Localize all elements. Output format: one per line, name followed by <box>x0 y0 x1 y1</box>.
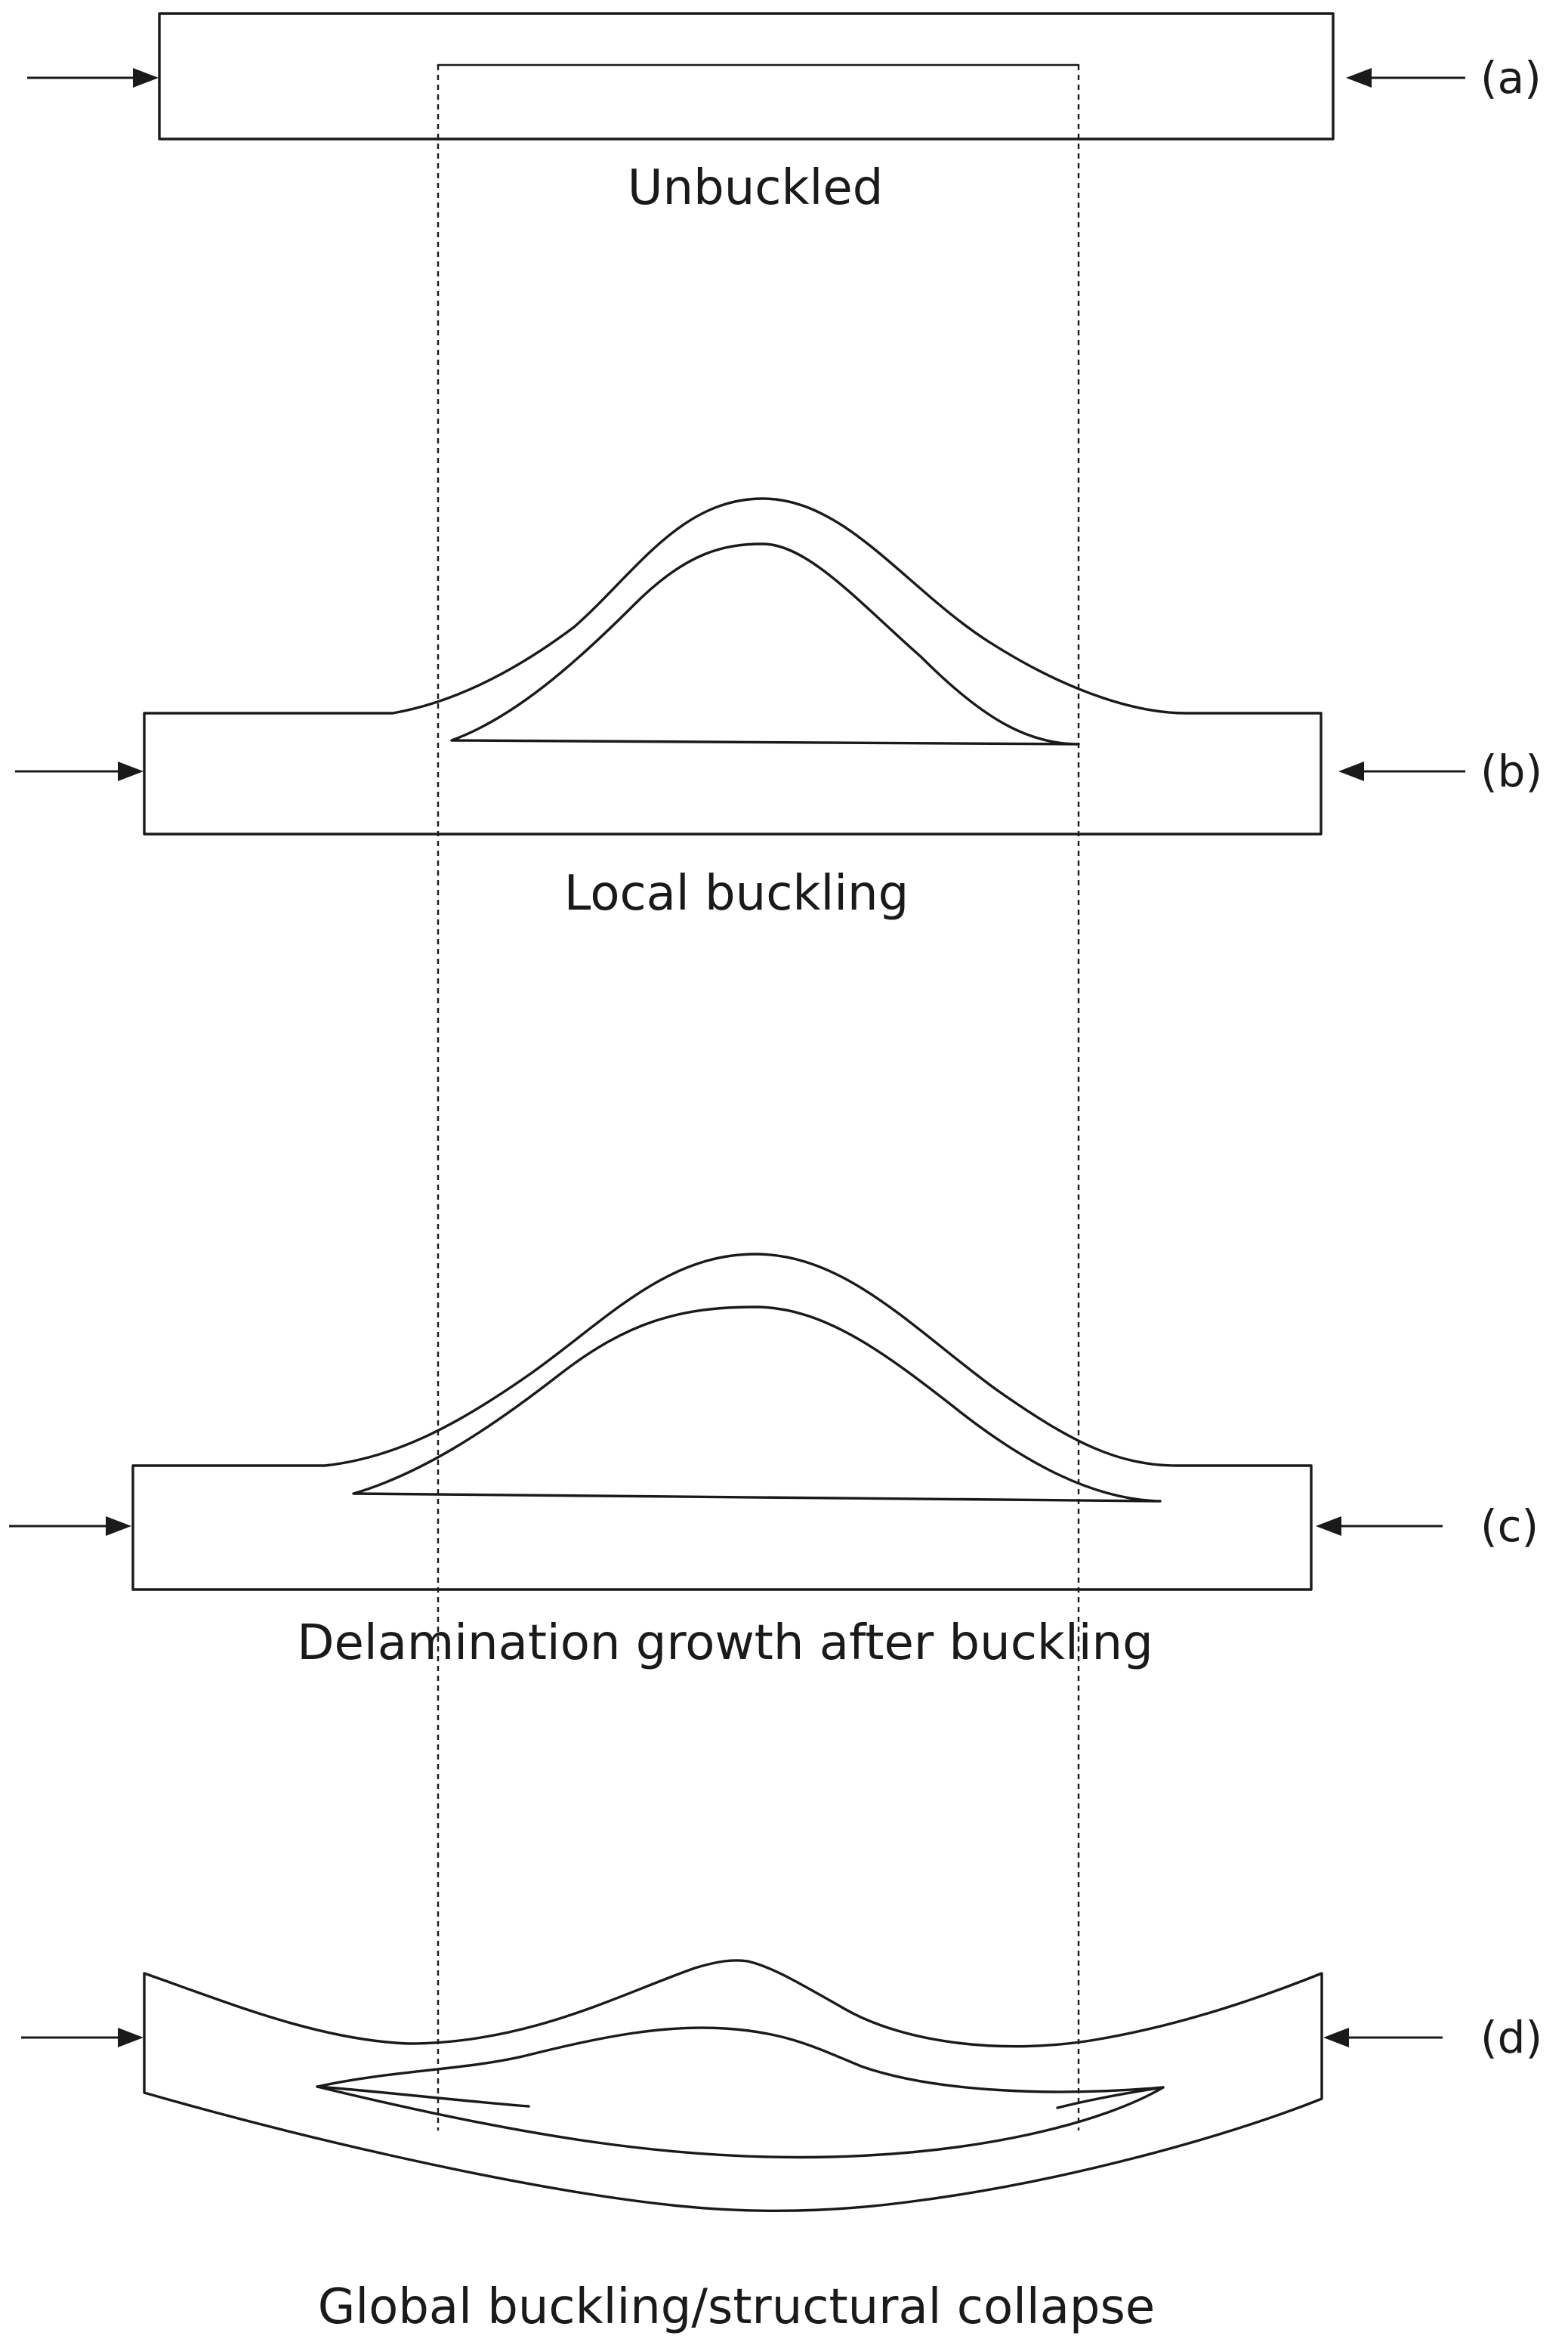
load-arrow-left-a <box>27 68 159 88</box>
load-arrow-right-d <box>1323 2028 1443 2047</box>
load-arrow-left-d <box>21 2028 144 2047</box>
load-arrow-right-b <box>1338 762 1465 781</box>
laminate-plate-d <box>143 1959 1323 2213</box>
caption-d: Global buckling/structural collapse <box>318 2279 1156 2335</box>
laminate-plate-b <box>143 497 1323 836</box>
load-arrow-left-c <box>9 1516 131 1536</box>
panel-label-c: (c) <box>1480 1500 1539 1552</box>
delamination-outline-b <box>450 542 1080 746</box>
caption-a: Unbuckled <box>628 160 884 216</box>
laminate-plate-a <box>158 12 1335 141</box>
caption-c: Delamination growth after buckling <box>297 1615 1153 1671</box>
panel-a: (a) Unbuckled <box>27 12 1542 216</box>
panel-b: (b) Local buckling <box>15 497 1542 922</box>
delamination-outline-c <box>352 1305 1162 1503</box>
load-arrow-right-c <box>1316 1516 1443 1536</box>
panel-c: (c) Delamination growth after buckling <box>9 1253 1539 1671</box>
load-arrow-right-a <box>1346 68 1465 88</box>
panel-label-d: (d) <box>1480 2012 1542 2063</box>
load-arrow-left-b <box>15 762 144 781</box>
caption-b: Local buckling <box>564 866 909 922</box>
panel-label-b: (b) <box>1480 746 1542 797</box>
delamination-outline-d <box>316 2026 1165 2159</box>
panel-d: (d) Global buckling/structural collapse <box>21 1959 1542 2335</box>
delamination-inner-line-d <box>316 2085 530 2108</box>
delamination-inner-line-d-right <box>1056 2086 1165 2109</box>
laminate-plate-c <box>131 1253 1313 1591</box>
panel-label-a: (a) <box>1480 52 1542 104</box>
